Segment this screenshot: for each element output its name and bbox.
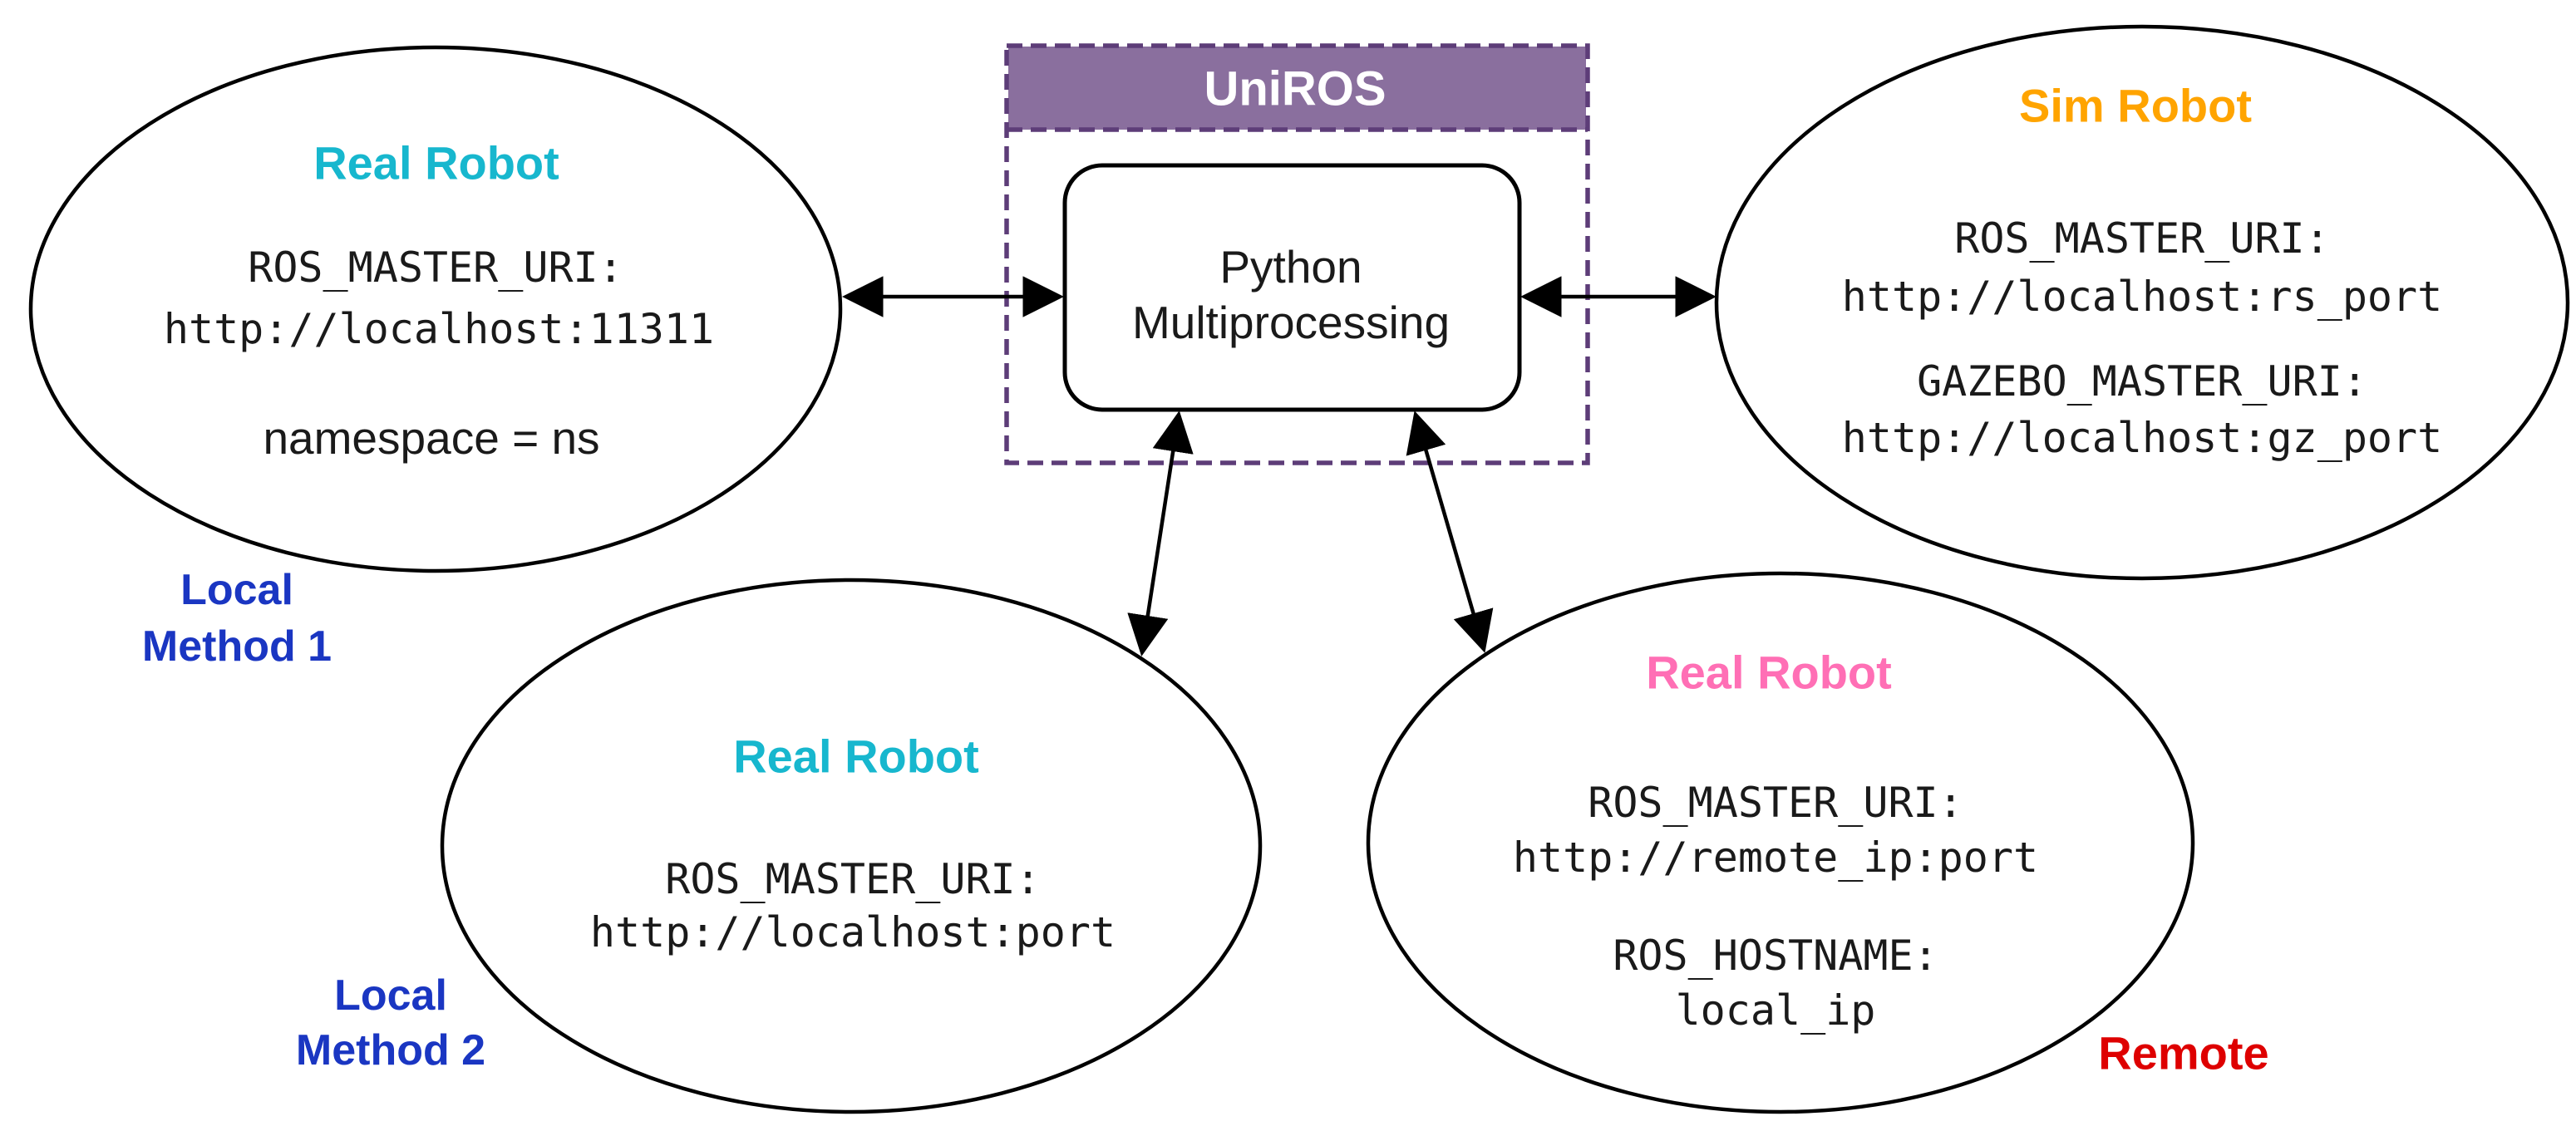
node-text-localhost-rs-port: http://localhost:rs_port: [1842, 273, 2442, 321]
arrow-box-to-bottom-right-ellipse: [1406, 411, 1494, 653]
label-local-2: Local: [334, 971, 447, 1020]
node-text-localhost-gz-port: http://localhost:gz_port: [1842, 414, 2442, 462]
node-title-real-robot-2: Real Robot: [733, 730, 979, 783]
label-local-1: Local: [180, 566, 293, 614]
node-real-robot-local-1: Real Robot ROS_MASTER_URI: http://localh…: [164, 137, 714, 465]
node-real-robot-remote: Real Robot ROS_MASTER_URI: http://remote…: [1513, 647, 2038, 1035]
label-method-1: Method 1: [142, 622, 332, 671]
node-title-sim-robot: Sim Robot: [2019, 80, 2252, 132]
python-box-label-line2: Multiprocessing: [1132, 297, 1450, 348]
node-real-robot-local-2: Real Robot ROS_MASTER_URI: http://localh…: [590, 730, 1116, 957]
node-text-localhost-11311: http://localhost:11311: [164, 305, 714, 353]
arrow-box-to-bottom-middle-ellipse: [1127, 411, 1194, 656]
node-text-remote-ip-port: http://remote_ip:port: [1513, 833, 2038, 882]
ellipse-real-robot-local-2: [440, 578, 1263, 1114]
node-title-real-robot-1: Real Robot: [313, 137, 559, 189]
python-multiprocessing-box: [1062, 163, 1522, 412]
annotation-remote: Remote: [2098, 1027, 2268, 1079]
node-sim-robot: Sim Robot ROS_MASTER_URI: http://localho…: [1842, 80, 2442, 463]
ellipse-real-robot-local-1: [28, 45, 843, 573]
uniros-title: UniROS: [1204, 62, 1386, 116]
annotation-local-method-2: Local Method 2: [296, 971, 485, 1074]
node-text-local-ip: local_ip: [1676, 986, 1876, 1035]
python-box-label-line1: Python: [1219, 241, 1362, 293]
node-text-ros-master-uri-1: ROS_MASTER_URI:: [248, 243, 623, 292]
uniros-dashed-container: [1004, 43, 1590, 465]
annotation-local-method-1: Local Method 1: [142, 566, 332, 671]
node-text-ros-hostname: ROS_HOSTNAME:: [1613, 932, 1938, 980]
node-text-gazebo-master-uri: GAZEBO_MASTER_URI:: [1917, 357, 2367, 406]
node-text-localhost-port: http://localhost:port: [590, 908, 1116, 956]
node-title-real-robot-remote: Real Robot: [1646, 647, 1892, 699]
node-text-ros-master-uri-sim: ROS_MASTER_URI:: [1954, 214, 2330, 263]
node-text-ros-master-uri-2: ROS_MASTER_URI:: [665, 855, 1041, 903]
node-text-namespace: namespace = ns: [263, 412, 599, 464]
uniros-header-bar: [1008, 47, 1586, 130]
label-method-2: Method 2: [296, 1026, 485, 1074]
ellipse-sim-robot: [1714, 24, 2570, 581]
ellipse-real-robot-remote: [1366, 571, 2195, 1114]
node-text-ros-master-uri-remote: ROS_MASTER_URI:: [1588, 779, 1963, 827]
